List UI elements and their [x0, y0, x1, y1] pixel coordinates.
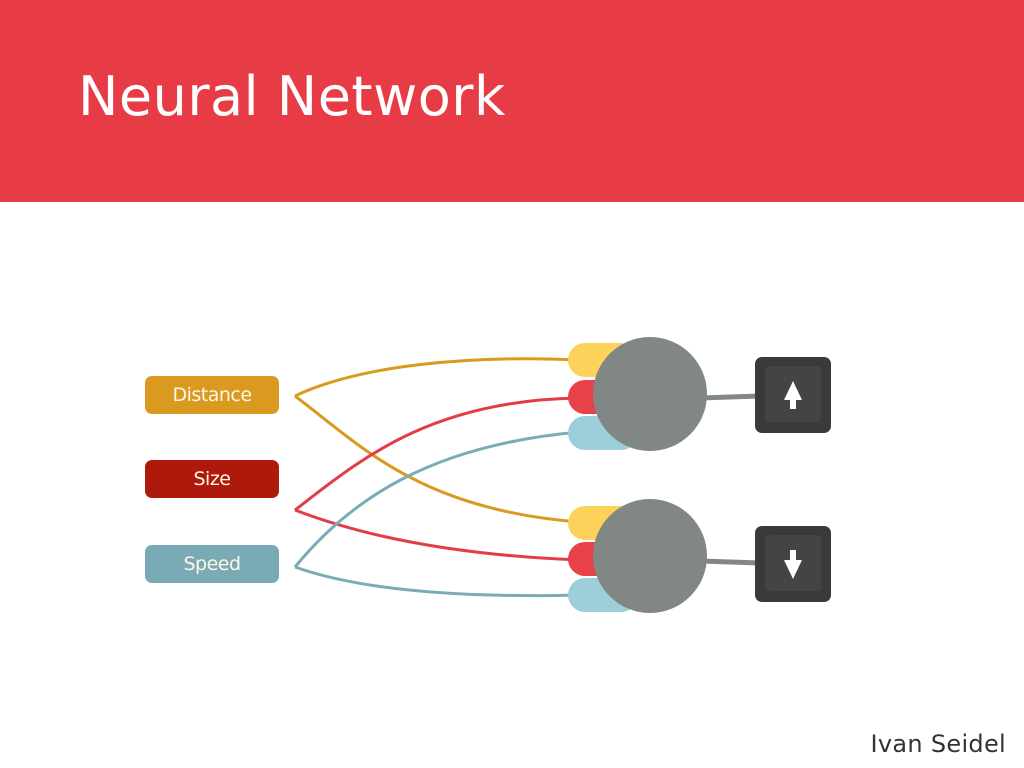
input-distance-label: Distance — [172, 384, 252, 406]
input-speed-label: Speed — [183, 553, 241, 575]
arrow-down-key-icon — [755, 526, 831, 602]
neuron-top — [593, 337, 707, 451]
connection-distance-to-top-neuron — [294, 357, 581, 398]
connection-speed-to-bottom-neuron — [294, 565, 581, 598]
author-name: Ivan Seidel — [870, 730, 1006, 758]
input-distance: Distance — [145, 376, 279, 414]
slide-title: Neural Network — [78, 65, 506, 128]
output-line-top — [699, 393, 761, 401]
connection-speed-to-top-neuron — [293, 430, 581, 568]
connection-distance-to-bottom-neuron — [294, 394, 581, 524]
output-line-bottom — [699, 558, 761, 566]
connection-size-to-top-neuron — [294, 396, 581, 512]
arrow-up-key-icon — [755, 357, 831, 433]
input-speed: Speed — [145, 545, 279, 583]
neuron-bottom — [593, 499, 707, 613]
input-size: Size — [145, 460, 279, 498]
title-banner: Neural Network — [0, 0, 1024, 202]
input-size-label: Size — [193, 468, 231, 490]
connection-size-to-bottom-neuron — [294, 508, 581, 562]
